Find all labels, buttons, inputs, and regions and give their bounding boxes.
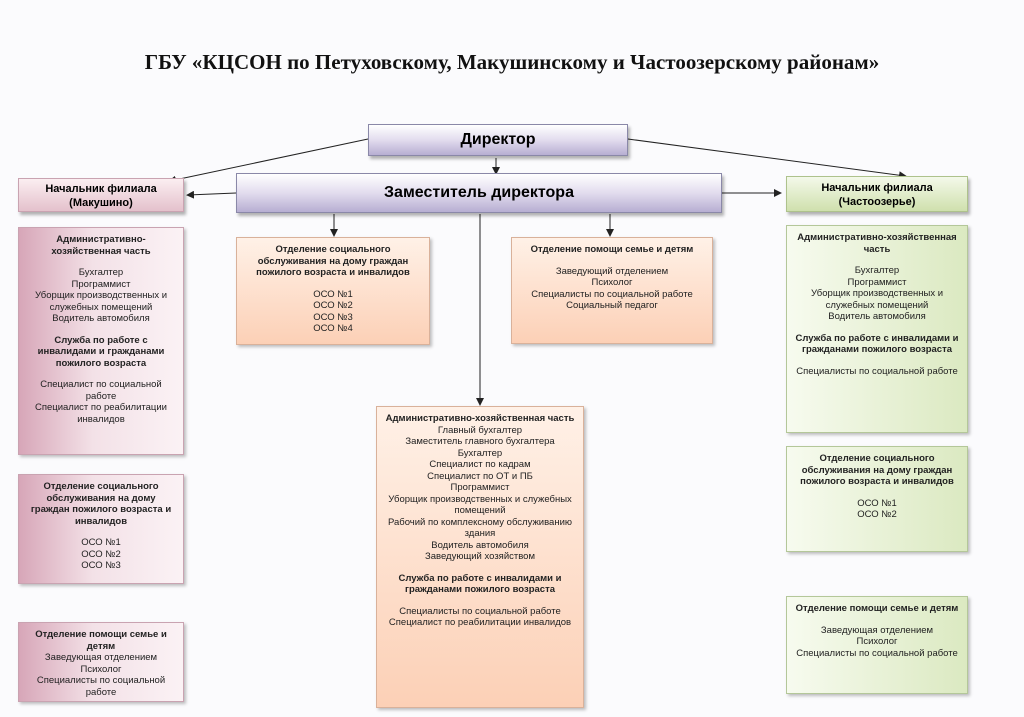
list-item: ОСО №2: [857, 509, 897, 520]
list-item: Программист: [450, 482, 510, 493]
list-item: Специалисты по социальной работе: [399, 605, 561, 617]
list-item: Бухгалтер: [457, 447, 503, 459]
list-item: Специалист по социальной работе: [40, 379, 162, 402]
left-admin-box: Административно-хозяйственная часть Бухг…: [18, 227, 184, 455]
list-item: Уборщик производственных и служебных пом…: [34, 290, 168, 313]
center-home-title: Отделение социального обслуживания на до…: [256, 244, 410, 278]
list-item: Специалист по реабилитации инвалидов: [388, 617, 572, 628]
left-admin-title: Административно-хозяйственная часть: [51, 234, 151, 257]
list-item: Заведующая отделением: [820, 624, 934, 636]
list-item: Уборщик производственных и служебных пом…: [810, 288, 944, 311]
list-item: Психолог: [856, 636, 898, 647]
list-item: ОСО №1: [313, 288, 353, 300]
director-box: Директор: [368, 124, 628, 156]
list-item: Специалисты по социальной работе: [36, 675, 166, 698]
center-admin-box: Административно-хозяйственная часть Глав…: [376, 406, 584, 708]
right-admin-title: Административно-хозяйственная часть: [797, 232, 957, 255]
list-item: Психолог: [80, 663, 122, 675]
right-service-title: Служба по работе с инвалидами и граждана…: [795, 332, 959, 356]
list-item: Рабочий по комплексному обслуживанию зда…: [387, 516, 573, 540]
left-family-box: Отделение помощи семье и детям Заведующа…: [18, 622, 184, 702]
list-item: Заместитель главного бухгалтера: [405, 436, 555, 447]
right-branch-head: Начальник филиала (Частоозерье): [786, 176, 968, 212]
right-home-title: Отделение социального обслуживания на до…: [800, 453, 954, 487]
list-item: Специалисты по социальной работе: [796, 647, 958, 659]
list-item: Главный бухгалтер: [437, 424, 523, 436]
center-service-title: Служба по работе с инвалидами и граждана…: [398, 572, 562, 596]
center-family-title: Отделение помощи семье и детям: [530, 244, 694, 255]
deputy-box: Заместитель директора: [236, 173, 722, 213]
center-family-box: Отделение помощи семье и детям Заведующи…: [511, 237, 713, 344]
list-item: ОСО №3: [313, 311, 353, 323]
center-admin-title: Административно-хозяйственная часть: [385, 413, 575, 424]
left-branch-head: Начальник филиала (Макушино): [18, 178, 184, 212]
right-head-line1: Начальник филиала: [821, 182, 933, 194]
list-item: Заведующий хозяйством: [424, 551, 535, 562]
center-home-box: Отделение социального обслуживания на до…: [236, 237, 430, 345]
right-family-box: Отделение помощи семье и детям Заведующа…: [786, 596, 968, 694]
left-family-title: Отделение помощи семье и детям: [35, 629, 167, 652]
list-item: Бухгалтер: [854, 265, 900, 276]
list-item: Уборщик производственных и служебных пом…: [388, 493, 572, 517]
list-item: Водитель автомобиля: [52, 313, 150, 324]
list-item: Заведующая отделением: [44, 652, 158, 663]
list-item: Бухгалтер: [78, 267, 124, 278]
list-item: Водитель автомобиля: [431, 539, 529, 551]
left-service-title: Служба по работе с инвалидами и граждана…: [37, 334, 165, 369]
left-home-box: Отделение социального обслуживания на до…: [18, 474, 184, 584]
list-item: ОСО №2: [81, 548, 121, 560]
list-item: Программист: [847, 276, 907, 288]
list-item: Программист: [71, 278, 131, 290]
left-head-line1: Начальник филиала: [45, 183, 157, 195]
left-home-title: Отделение социального обслуживания на до…: [30, 481, 172, 527]
right-admin-box: Административно-хозяйственная часть Бухг…: [786, 225, 968, 433]
director-label: Директор: [460, 131, 536, 148]
list-item: ОСО №4: [313, 323, 353, 334]
left-head-line2: (Макушино): [69, 197, 133, 209]
list-item: Специалисты по социальной работе: [531, 288, 693, 300]
list-item: ОСО №1: [81, 537, 121, 548]
list-item: Специалист по реабилитации инвалидов: [34, 402, 167, 425]
list-item: ОСО №2: [313, 300, 353, 311]
org-title: ГБУ «КЦСОН по Петуховскому, Макушинскому…: [144, 50, 880, 74]
right-family-title: Отделение помощи семье и детям: [795, 603, 959, 614]
list-item: Заведующий отделением: [555, 265, 669, 277]
list-item: Специалист по ОТ и ПБ: [427, 470, 533, 482]
right-home-box: Отделение социального обслуживания на до…: [786, 446, 968, 552]
list-item: Водитель автомобиля: [828, 311, 926, 322]
list-item: Специалисты по социальной работе: [796, 365, 958, 377]
deputy-label: Заместитель директора: [384, 184, 574, 201]
list-item: ОСО №1: [857, 497, 897, 509]
list-item: ОСО №3: [81, 560, 121, 571]
right-head-line2: (Частоозерье): [838, 196, 916, 208]
list-item: Социальный педагог: [566, 300, 658, 311]
list-item: Психолог: [591, 277, 633, 288]
list-item: Специалист по кадрам: [429, 459, 531, 470]
